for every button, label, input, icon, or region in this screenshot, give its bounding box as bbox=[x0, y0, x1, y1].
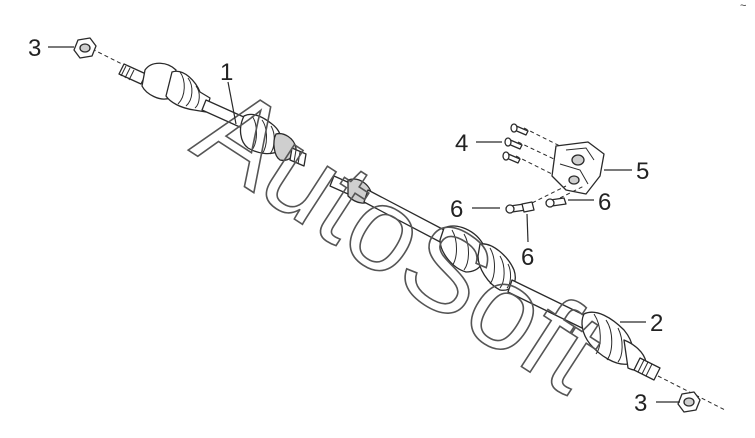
callout-label-3-top: 3 bbox=[28, 35, 41, 62]
callout-label-5: 5 bbox=[636, 158, 649, 185]
bearing-bracket bbox=[551, 141, 605, 195]
autosoft-watermark: AutoSoft bbox=[174, 61, 626, 418]
bracket-bolts-upper bbox=[502, 123, 561, 175]
callout-label-4: 4 bbox=[455, 130, 468, 157]
callout-4: 4 bbox=[455, 130, 502, 157]
callout-5: 5 bbox=[604, 158, 649, 185]
callout-6-right: 6 bbox=[568, 189, 611, 216]
callout-2: 2 bbox=[620, 310, 663, 337]
axle-nut-bottom bbox=[677, 391, 701, 413]
axle-nut-top bbox=[73, 37, 97, 59]
drive-shaft-right bbox=[329, 175, 726, 411]
callout-label-2: 2 bbox=[650, 310, 663, 337]
callout-label-3-bottom: 3 bbox=[634, 390, 647, 417]
corner-mark: ~ bbox=[740, 0, 746, 12]
callout-label-6-left: 6 bbox=[450, 196, 463, 223]
callout-1: 1 bbox=[220, 59, 237, 125]
callout-label-1: 1 bbox=[220, 59, 233, 86]
callout-6-below: 6 bbox=[521, 213, 534, 271]
callout-label-6-below: 6 bbox=[521, 244, 534, 271]
callout-3-top: 3 bbox=[28, 35, 74, 62]
callout-6-left: 6 bbox=[450, 196, 500, 223]
callout-3-bottom: 3 bbox=[634, 390, 680, 417]
callout-label-6-right: 6 bbox=[598, 189, 611, 216]
bracket-bolts-lower bbox=[505, 185, 585, 214]
